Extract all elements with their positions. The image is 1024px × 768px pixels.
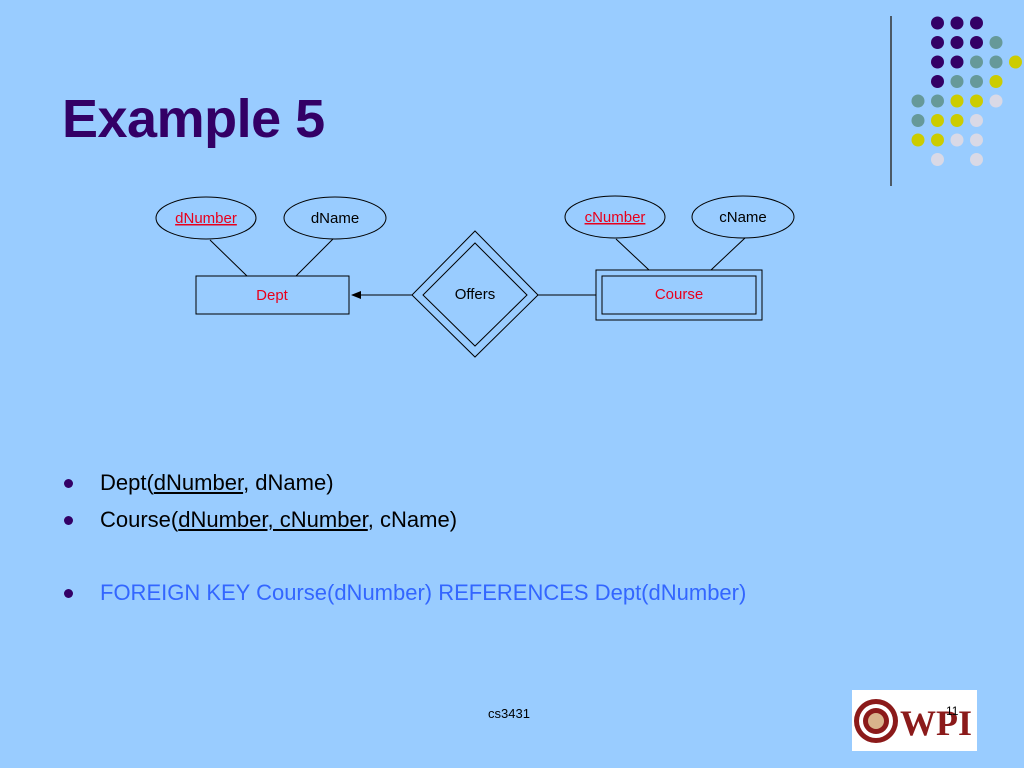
wpi-logo-graphic: WPI <box>854 699 972 743</box>
decorative-dot <box>931 94 944 108</box>
decorative-dot <box>1009 55 1022 69</box>
decorative-dot <box>989 36 1003 49</box>
slide-title: Example 5 <box>62 89 325 149</box>
decorative-dot <box>931 16 944 30</box>
weak-entity-course: Course <box>595 269 763 321</box>
bullet-dept-key: dNumber <box>153 470 244 495</box>
decorative-dot <box>970 16 983 30</box>
decorative-dot <box>911 133 925 147</box>
decorative-dot <box>950 55 964 69</box>
bullet-dept-schema: Dept(dNumber, dName) <box>64 466 746 503</box>
decorative-dot <box>931 75 944 88</box>
connector-cnumber-course <box>615 238 650 271</box>
decorative-dot <box>989 94 1003 108</box>
bullet-course-suffix: , cName) <box>367 507 458 532</box>
attribute-dnumber-label: dNumber <box>175 210 237 227</box>
decorative-dot <box>950 75 964 88</box>
attribute-cnumber-label: cNumber <box>585 209 646 226</box>
decorative-dot <box>989 75 1003 88</box>
decorative-dot <box>911 114 925 127</box>
bullet-course-prefix: Course( <box>100 507 179 532</box>
decorative-dot <box>931 133 944 147</box>
footer-course-code: cs3431 <box>488 706 530 721</box>
page-number: 11 <box>946 704 959 718</box>
decorative-dot <box>911 94 925 108</box>
attribute-cname-label: cName <box>719 209 767 226</box>
bullet-dept-suffix: , dName) <box>243 470 334 495</box>
entity-course-label: Course <box>655 286 703 303</box>
dot-group <box>911 16 1022 166</box>
relationship-offers: Offers <box>411 230 539 358</box>
decorative-dot <box>950 16 964 30</box>
attribute-dnumber: dNumber <box>155 196 257 240</box>
relationship-offers-label: Offers <box>455 286 496 303</box>
decorative-dot <box>931 114 944 127</box>
wpi-logo: WPI <box>852 690 977 751</box>
decorative-dot <box>970 55 983 69</box>
connector-dnumber-dept <box>209 239 248 277</box>
attribute-cname: cName <box>691 195 795 239</box>
decorative-dot <box>989 55 1003 69</box>
decorative-dot <box>970 153 983 166</box>
decorative-dot <box>970 114 983 127</box>
connector-cname-course <box>710 237 746 271</box>
attribute-cnumber: cNumber <box>564 195 666 239</box>
decorative-dot <box>931 36 944 49</box>
decorative-dot-grid <box>890 16 1022 186</box>
bullet-dept-prefix: Dept( <box>100 470 154 495</box>
bullet-foreign-key: FOREIGN KEY Course(dNumber) REFERENCES D… <box>64 576 746 613</box>
bullet-course-key: dNumber, cNumber <box>178 507 368 532</box>
entity-dept-label: Dept <box>256 287 289 304</box>
decorative-dot <box>950 133 964 147</box>
decorative-dot <box>970 94 983 108</box>
attribute-dname-label: dName <box>311 210 359 227</box>
decorative-dot <box>950 114 964 127</box>
decorative-dot <box>931 153 944 166</box>
decorative-dot <box>950 94 964 108</box>
bullet-list: Dept(dNumber, dName) Course(dNumber, cNu… <box>64 466 746 613</box>
attribute-dname: dName <box>283 196 387 240</box>
decorative-dot <box>931 55 944 69</box>
decorative-dot <box>970 36 983 49</box>
bullet-course-schema: Course(dNumber, cNumber, cName) <box>64 503 746 540</box>
entity-dept: Dept <box>195 275 350 315</box>
decorative-dot <box>950 36 964 49</box>
decorative-dot <box>970 75 983 88</box>
logo-wordmark: WPI <box>900 703 972 743</box>
er-diagram: dNumber dName cNumber cName Dept Course … <box>155 195 795 358</box>
decorative-dot <box>970 133 983 147</box>
connector-dname-dept <box>295 238 334 277</box>
